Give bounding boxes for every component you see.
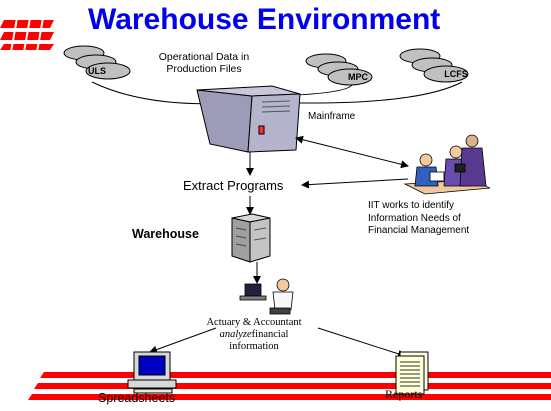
arrow-mainframe-iit [295,135,409,169]
actuary-line-3: information [229,341,279,353]
actuary-workstation-icon [239,278,294,315]
reports-label: Reports [385,387,423,401]
warehouse-server-icon [231,213,271,263]
actuary-financial-word: financial [251,329,289,341]
people-meeting-icon [403,134,491,195]
report-document-icon [395,351,429,395]
actuary-analyze-word: analyze [219,329,252,341]
mainframe-label: Mainframe [308,111,356,122]
disk-label-lcfs: LCFS [444,69,468,79]
disk-label-mpc: MPC [348,72,369,82]
iit-label: IIT works to identify Information Needs … [368,200,470,236]
actuary-line-2: analyzefinancial [196,329,312,341]
arrow-actuary-reports [317,327,406,358]
connector-lcfs [299,81,463,104]
mainframe-icon [196,85,301,153]
disk-stack-uls [63,45,131,80]
actuary-label: Actuary & Accountant analyzefinancial in… [196,317,312,353]
spreadsheets-label: Spreadsheets [98,391,176,405]
page-title: Warehouse Environment [88,3,441,36]
warehouse-label: Warehouse [132,227,199,241]
computer-monitor-icon [127,351,177,394]
actuary-line-1: Actuary & Accountant [206,317,302,328]
arrow-iit-extract [301,178,409,189]
disk-stack-lcfs [399,48,469,83]
disk-label-uls: ULS [88,66,106,76]
disk-stack-mpc [305,53,373,86]
extract-programs-label: Extract Programs [183,178,284,193]
logo-stripes [0,17,54,53]
arrow-actuary-spreadsheets [149,327,217,354]
operational-data-label: Operational Data in Production Files [158,51,250,75]
